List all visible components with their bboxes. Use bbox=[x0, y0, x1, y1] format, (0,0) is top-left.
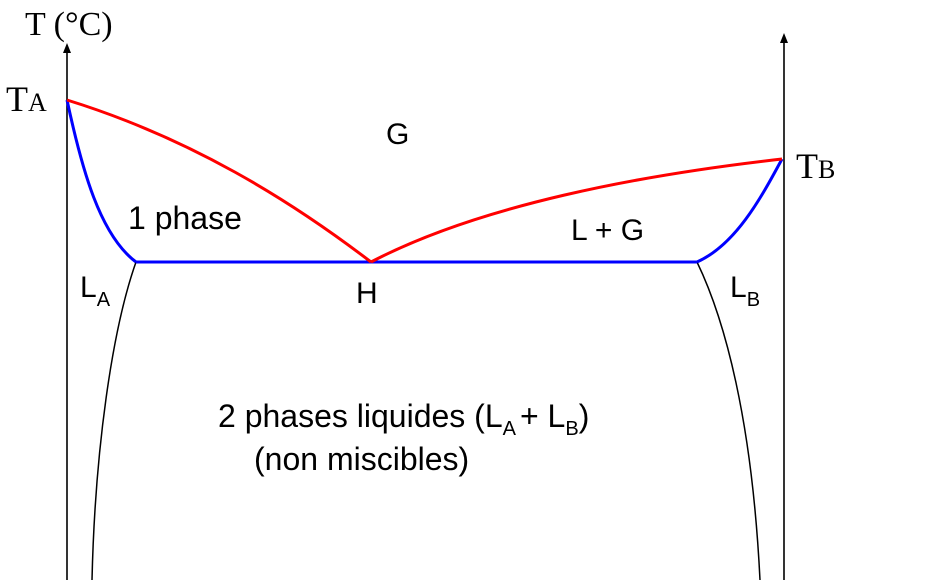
one-phase-region-label: 1 phase bbox=[128, 200, 242, 236]
right-miscibility-curve bbox=[696, 261, 761, 580]
left-miscibility-curve bbox=[91, 261, 137, 580]
temperature-axis-label: T (°C) bbox=[25, 6, 113, 43]
left-liquidus-curve bbox=[65, 99, 137, 264]
ta-label: TA bbox=[6, 79, 47, 119]
non-miscible-label: (non miscibles) bbox=[254, 441, 469, 477]
h-point-label: H bbox=[356, 277, 378, 310]
tb-label: TB bbox=[796, 146, 835, 186]
left-dew-curve bbox=[66, 98, 372, 264]
two-phase-region-label: 2 phases liquides (LA+ LB) bbox=[218, 398, 589, 440]
gas-region-label: G bbox=[386, 118, 409, 151]
la-label: LA bbox=[80, 271, 111, 311]
right-liquidus-curve bbox=[696, 158, 784, 264]
lb-label: LB bbox=[730, 271, 760, 311]
liquid-gas-region-label: L + G bbox=[571, 214, 644, 247]
right-dew-curve bbox=[370, 157, 783, 264]
